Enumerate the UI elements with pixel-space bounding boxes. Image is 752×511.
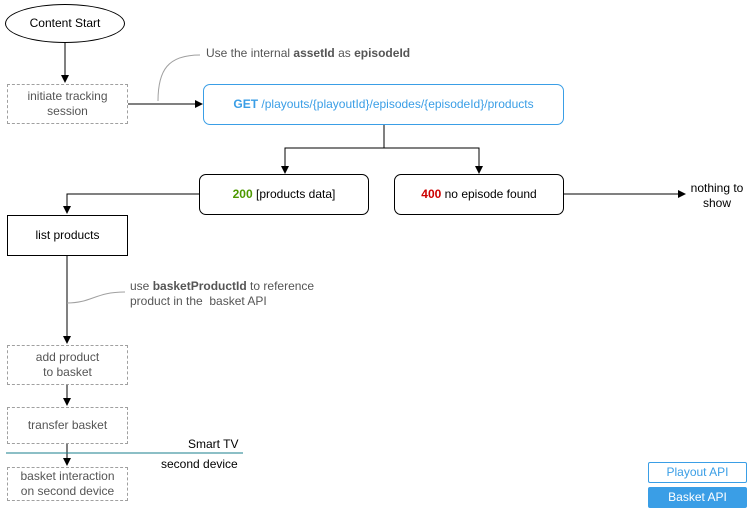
basket-interaction-node: basket interaction on second device xyxy=(7,467,128,501)
content-start-label: Content Start xyxy=(29,16,101,30)
list-products-node: list products xyxy=(7,215,128,256)
smart-tv-label: Smart TV xyxy=(188,437,239,451)
note-basket-product-id: use basketProductId to reference product… xyxy=(130,279,314,309)
legend-playout-label: Playout API xyxy=(666,465,729,479)
second-device-label: second device xyxy=(161,457,238,471)
add-line1: add product xyxy=(35,350,100,364)
nothing-line2: show xyxy=(702,196,731,210)
response-400-text: no episode found xyxy=(441,187,537,201)
list-products-label: list products xyxy=(35,228,100,242)
nothing-to-show-text: nothing to show xyxy=(686,181,748,211)
nothing-line1: nothing to xyxy=(690,181,744,195)
edge-200-list xyxy=(63,193,199,214)
note-asset-prefix: Use the internal xyxy=(206,46,294,60)
note-connector-asset xyxy=(157,54,201,102)
edge-get-split xyxy=(281,125,385,174)
transfer-basket-node: transfer basket xyxy=(7,407,128,444)
note-connector-basket xyxy=(66,291,126,304)
legend-playout-api: Playout API xyxy=(648,462,747,483)
status-code-200: 200 xyxy=(232,187,253,201)
add-line2: to basket xyxy=(43,365,92,379)
tracking-line1: initiate tracking xyxy=(27,89,108,103)
note-basket-line2: product in the basket API xyxy=(130,294,267,308)
note-asset-field: assetId xyxy=(293,46,335,60)
note-basket-prefix: use xyxy=(130,279,153,293)
edge-get-400 xyxy=(384,147,483,174)
note-episode-field: episodeId xyxy=(354,46,411,60)
note-asset-mid: as xyxy=(334,46,355,60)
legend-basket-label: Basket API xyxy=(668,490,727,504)
add-product-node: add product to basket xyxy=(7,345,128,385)
legend-basket-api: Basket API xyxy=(648,487,747,508)
status-code-400: 400 xyxy=(421,187,442,201)
http-method: GET xyxy=(233,97,259,111)
interaction-line1: basket interaction xyxy=(20,469,115,483)
interaction-line2: on second device xyxy=(20,484,115,498)
response-200-node: 200 [products data] xyxy=(199,174,369,215)
initiate-tracking-node: initiate tracking session xyxy=(7,84,128,124)
tracking-line2: session xyxy=(47,104,88,118)
endpoint-path: /playouts/{playoutId}/episodes/{episodeI… xyxy=(258,97,534,111)
transfer-label: transfer basket xyxy=(27,418,108,432)
note-basket-suffix: to reference xyxy=(246,279,315,293)
get-products-request-node: GET /playouts/{playoutId}/episodes/{epis… xyxy=(203,84,564,125)
response-200-text: [products data] xyxy=(252,187,336,201)
response-400-node: 400 no episode found xyxy=(394,174,564,215)
content-start-node: Content Start xyxy=(5,4,125,43)
note-asset-id: Use the internal assetId as episodeId xyxy=(206,46,410,61)
note-basket-field: basketProductId xyxy=(152,279,247,293)
